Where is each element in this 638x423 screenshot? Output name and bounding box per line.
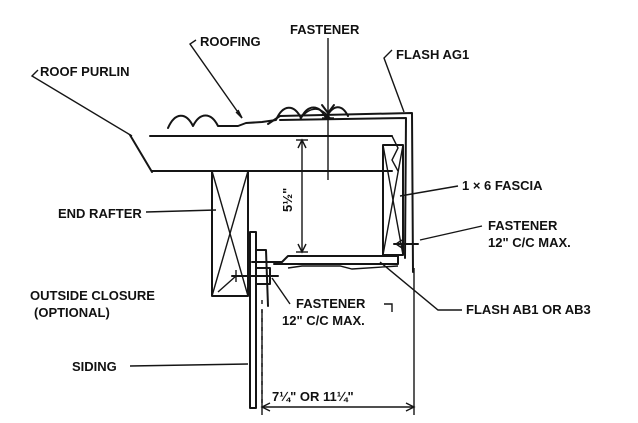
fastener-top [321,92,335,180]
roof-purlin [129,134,399,173]
width-dimension-label: 7¼" OR 11¼" [272,389,354,404]
width-dimension [260,268,416,415]
roofing-label: ROOFING [200,34,261,49]
flashing-ab [251,255,399,265]
flash-ag1-label: FLASH AG1 [396,47,469,62]
siding-panel [249,231,269,409]
fascia-label: 1 × 6 FASCIA [462,178,543,193]
end-rafter-label: END RAFTER [58,206,142,221]
fastener-right [393,239,419,249]
fastener-top-label: FASTENER [290,22,360,37]
outside-closure-note: (OPTIONAL) [34,305,110,320]
flash-ab-label: FLASH AB1 OR AB3 [466,302,591,317]
fastener-right-spacing: 12" C/C MAX. [488,235,571,250]
fastener-right-label: FASTENER [488,218,558,233]
end-rafter [211,170,249,297]
height-dimension-label: 5½" [280,188,295,212]
outside-closure-label: OUTSIDE CLOSURE [30,288,155,303]
height-dimension [296,138,308,254]
fastener-lower-spacing: 12" C/C MAX. [282,313,365,328]
siding-label: SIDING [72,359,117,374]
fastener-lower-label: FASTENER [296,296,366,311]
roof-purlin-label: ROOF PURLIN [40,64,130,79]
leader-lines [30,38,483,367]
flashing-ag1 [267,112,414,273]
